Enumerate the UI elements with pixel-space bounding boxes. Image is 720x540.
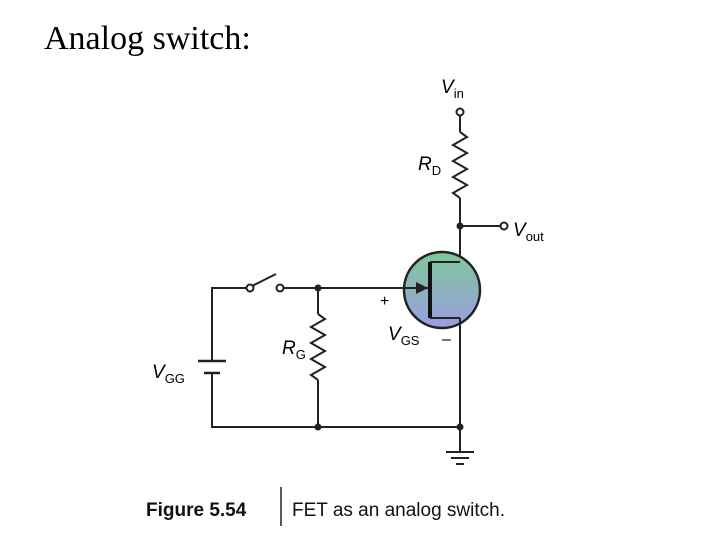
rd-resistor	[450, 131, 470, 199]
vgs-minus-sign: –	[442, 331, 451, 348]
vgs-label: VGS	[388, 324, 420, 348]
figure-number: Figure 5.54	[146, 500, 247, 521]
vgg-bottom-wire	[211, 373, 460, 428]
fet-transistor	[402, 250, 482, 330]
vout-terminal	[499, 221, 509, 231]
rd-label: RD	[418, 154, 441, 178]
switch-contact-left	[245, 283, 255, 293]
ground-icon	[446, 451, 474, 465]
vgs-plus-sign: +	[380, 293, 389, 310]
vgg-label: VGG	[152, 362, 185, 386]
vin-terminal	[455, 107, 465, 117]
rg-resistor	[308, 313, 328, 381]
vout-label: Vout	[513, 220, 544, 244]
vin-label: Vin	[441, 77, 464, 101]
rg-label: RG	[282, 338, 306, 362]
vgg-top-wire	[211, 287, 246, 361]
gate-arrow-icon	[416, 282, 428, 294]
slide-title: Analog switch:	[44, 20, 251, 57]
switch-contact-right	[275, 283, 285, 293]
figure-caption-text: FET as an analog switch.	[292, 500, 505, 521]
rg-ground-node	[314, 423, 322, 431]
switch-lever	[251, 273, 277, 287]
